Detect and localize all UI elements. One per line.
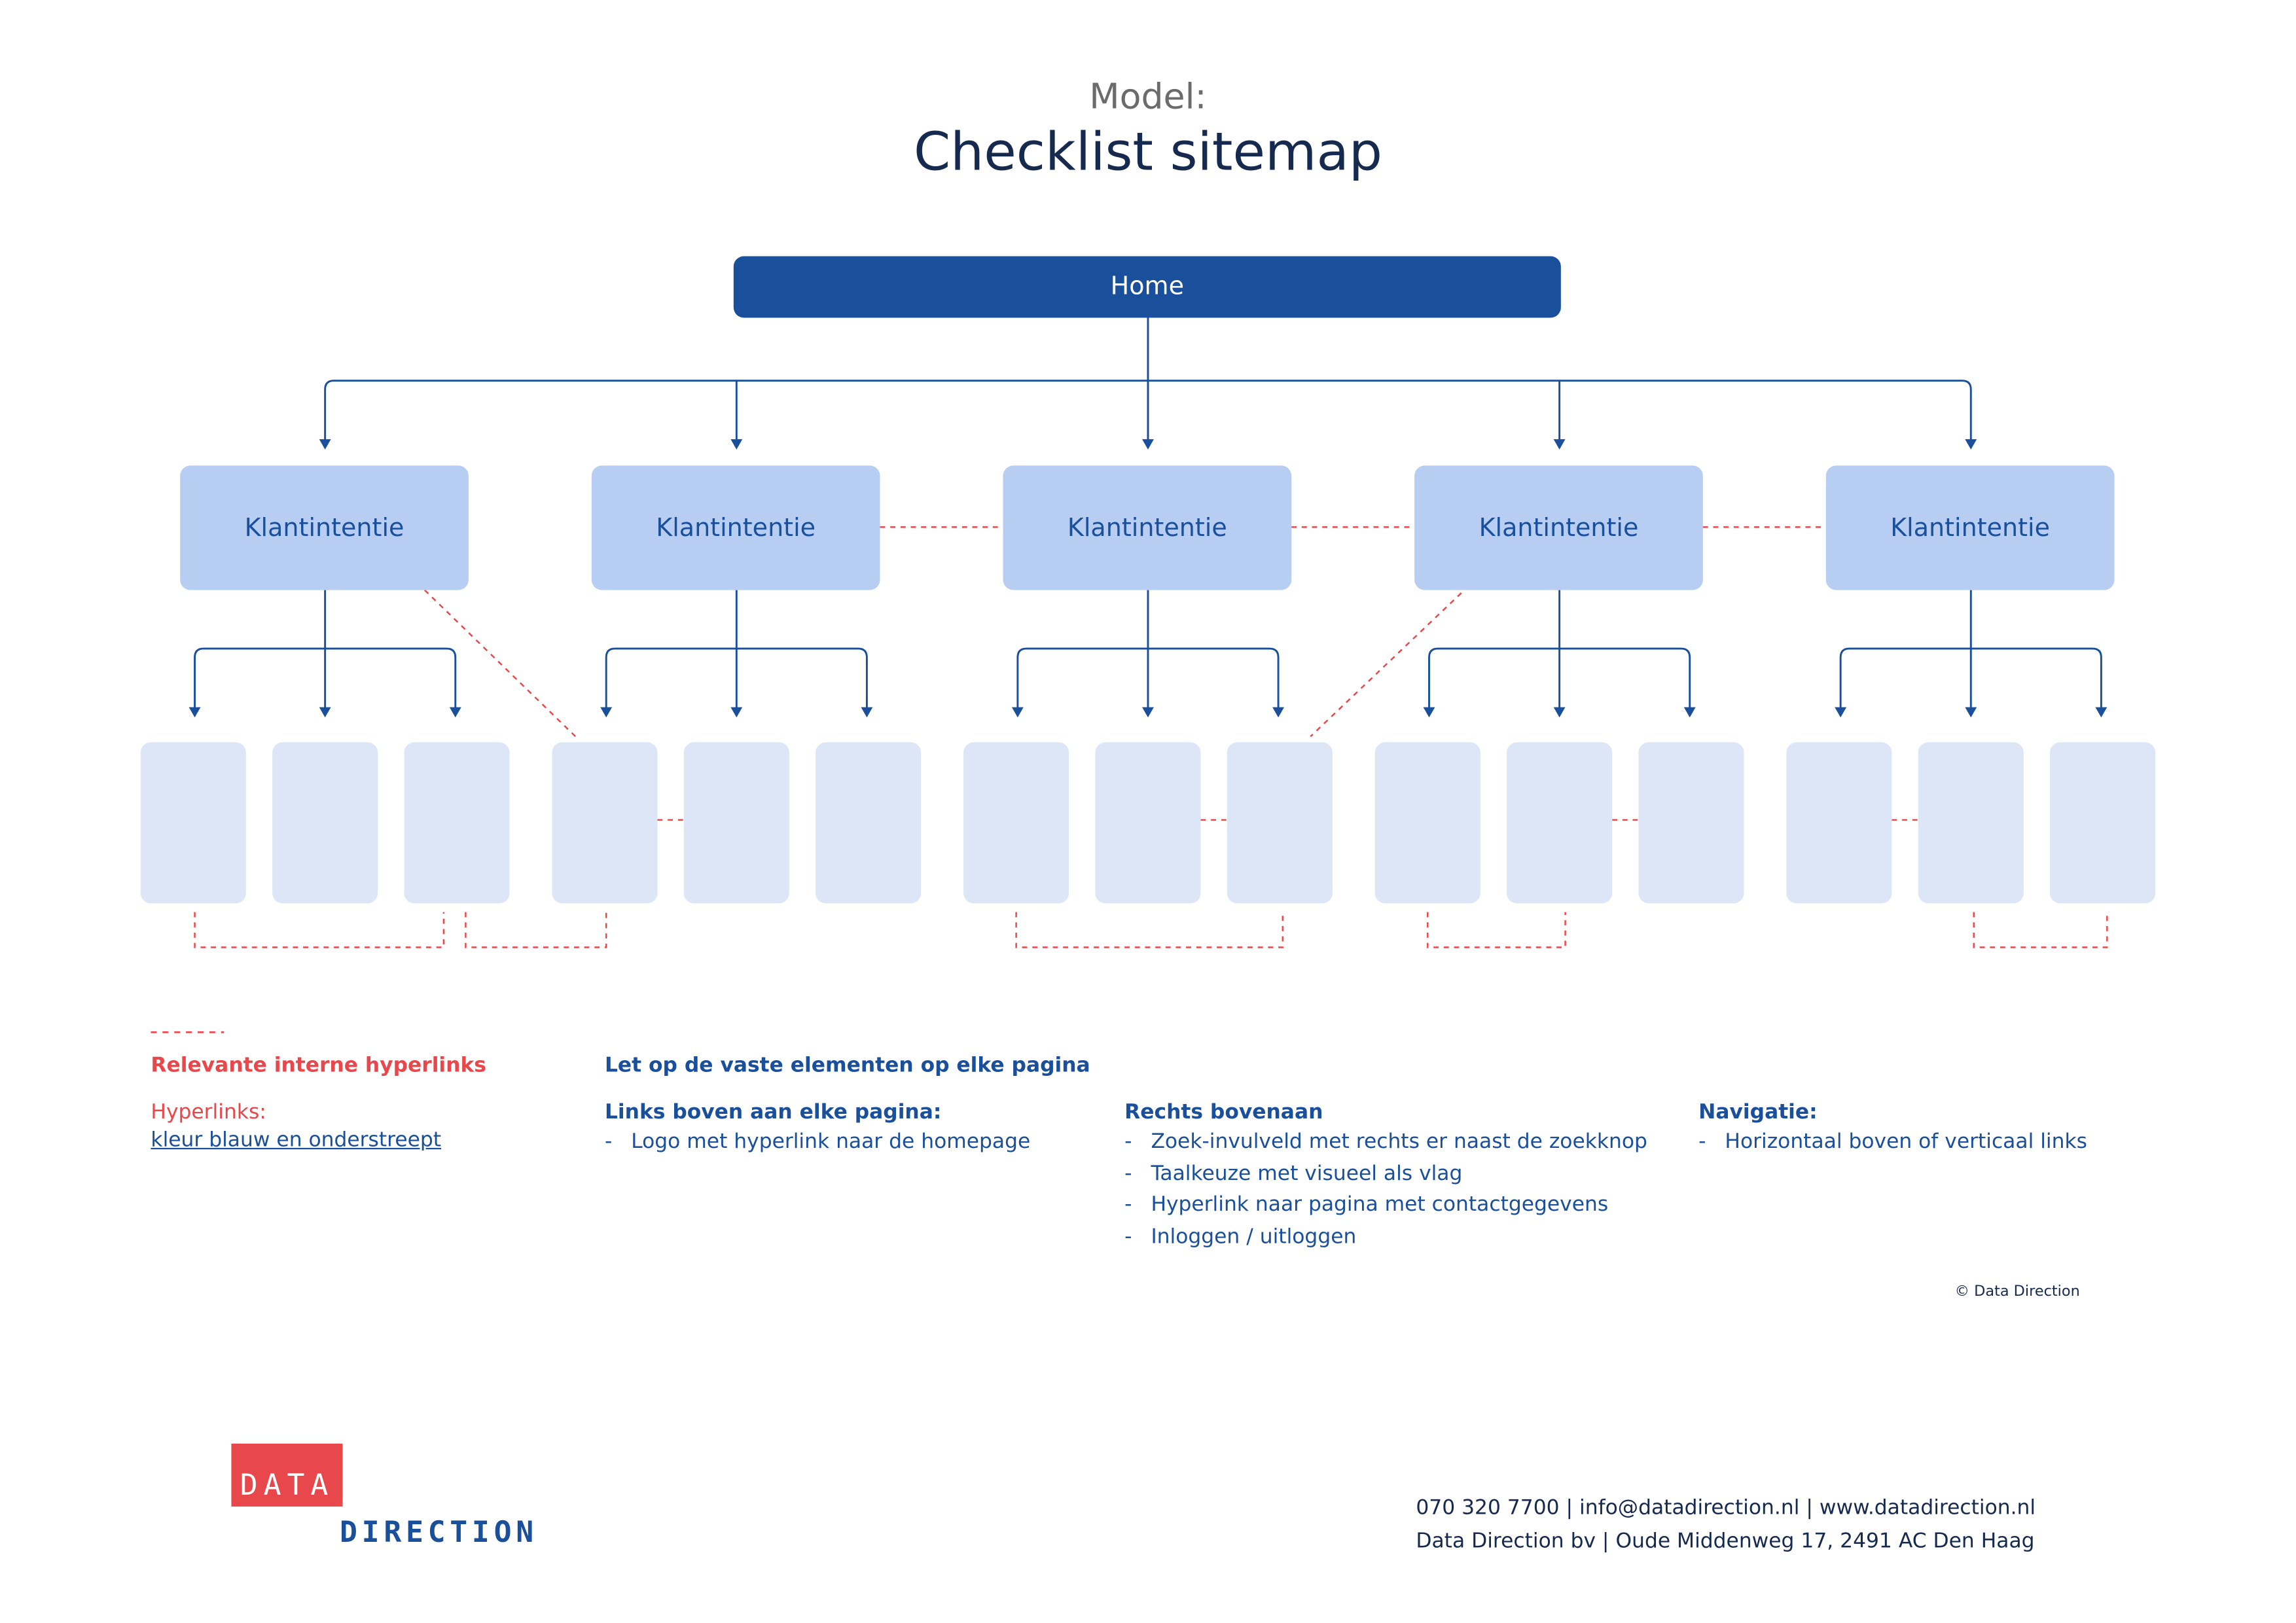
legend-dashed-label: Relevante interne hyperlinks	[151, 1054, 486, 1078]
arrow-down-icon	[188, 707, 201, 718]
child-page-node	[963, 742, 1069, 904]
arrow-down-icon	[319, 439, 331, 450]
internal-link-line	[1310, 592, 1462, 738]
arrow-down-icon	[1965, 707, 1977, 718]
list-item: -Logo met hyperlink naar de homepage	[604, 1130, 1031, 1154]
connector-line	[605, 647, 868, 715]
section-title: Navigatie:	[1698, 1101, 1818, 1125]
page-title: Checklist sitemap	[913, 122, 1382, 183]
klantintentie-node: Klantintentie	[1825, 465, 2115, 590]
child-page-node	[2050, 742, 2156, 904]
section-title: Rechts bovenaan	[1124, 1101, 1323, 1125]
copyright: © Data Direction	[1954, 1284, 2080, 1300]
connector-line	[1428, 647, 1691, 715]
arrow-down-icon	[861, 707, 873, 718]
notes-section-links: Links boven aan elke pagina: -Logo met h…	[605, 1101, 1030, 1159]
legend-hyperlink-example[interactable]: kleur blauw en onderstreept	[151, 1128, 442, 1152]
child-page-node	[816, 742, 922, 904]
arrow-down-icon	[1965, 439, 1977, 450]
internal-link-line	[1973, 912, 2108, 948]
child-page-node	[1507, 742, 1613, 904]
child-page-node	[683, 742, 789, 904]
arrow-down-icon	[1553, 439, 1566, 450]
list-item: -Hyperlink naar pagina met contactgegeve…	[1124, 1194, 1609, 1217]
arrow-down-icon	[2095, 707, 2108, 718]
section-title: Links boven aan elke pagina:	[604, 1101, 942, 1125]
child-page-node	[1227, 742, 1333, 904]
arrow-down-icon	[730, 707, 743, 718]
arrow-down-icon	[1423, 707, 1435, 718]
arrow-down-icon	[449, 707, 461, 718]
notes-heading: Let op de vaste elementen op elke pagina	[604, 1054, 1090, 1078]
internal-link-line	[1427, 912, 1566, 948]
logo-direction: DIRECTION	[340, 1514, 538, 1549]
child-page-node	[1638, 742, 1744, 904]
legend-hyperlinks-label: Hyperlinks:	[151, 1101, 266, 1125]
child-page-node	[1095, 742, 1201, 904]
arrow-down-icon	[600, 707, 613, 718]
arrow-down-icon	[319, 707, 331, 718]
contact-line-2: Data Direction bv | Oude Middenweg 17, 2…	[1416, 1529, 2035, 1553]
internal-link-line	[1015, 912, 1284, 948]
home-node: Home	[733, 256, 1561, 318]
arrow-down-icon	[1011, 707, 1024, 718]
connector-line	[1016, 647, 1280, 715]
child-page-node	[1786, 742, 1892, 904]
contact-line-1: 070 320 7700 | info@datadirection.nl | w…	[1416, 1496, 2036, 1520]
connector-line	[1839, 647, 2102, 715]
list-item: -Inloggen / uitloggen	[1124, 1225, 1357, 1249]
connector-line	[194, 647, 457, 715]
klantintentie-node: Klantintentie	[1003, 465, 1292, 590]
list-item: -Zoek-invulveld met rechts er naast de z…	[1124, 1130, 1647, 1154]
arrow-down-icon	[730, 439, 743, 450]
list-item: -Horizontaal boven of verticaal links	[1698, 1130, 2087, 1154]
klantintentie-node: Klantintentie	[591, 465, 880, 590]
logo-data: DATA	[231, 1443, 343, 1507]
arrow-down-icon	[1553, 707, 1566, 718]
arrow-down-icon	[1835, 707, 1847, 718]
contact-info: 070 320 7700 | info@datadirection.nl | w…	[1416, 1492, 2036, 1558]
child-page-node	[552, 742, 658, 904]
klantintentie-node: Klantintentie	[180, 465, 469, 590]
child-page-node	[1918, 742, 2024, 904]
child-page-node	[1374, 742, 1480, 904]
child-page-node	[272, 742, 378, 904]
notes-section-rechts: Rechts bovenaan -Zoek-invulveld met rech…	[1124, 1101, 1647, 1254]
notes-section-navigatie: Navigatie: -Horizontaal boven of vertica…	[1698, 1101, 2087, 1159]
internal-link-line	[194, 912, 445, 948]
dashed-line-legend-icon	[151, 1031, 224, 1033]
arrow-down-icon	[1683, 707, 1696, 718]
list-item: -Taalkeuze met visueel als vlag	[1124, 1162, 1463, 1186]
page-subtitle: Model:	[1089, 76, 1207, 117]
child-page-node	[140, 742, 246, 904]
klantintentie-node: Klantintentie	[1414, 465, 1703, 590]
arrow-down-icon	[1142, 439, 1154, 450]
internal-link-line	[423, 589, 577, 738]
child-page-node	[404, 742, 510, 904]
internal-link-line	[465, 912, 607, 948]
arrow-down-icon	[1272, 707, 1285, 718]
arrow-down-icon	[1142, 707, 1154, 718]
